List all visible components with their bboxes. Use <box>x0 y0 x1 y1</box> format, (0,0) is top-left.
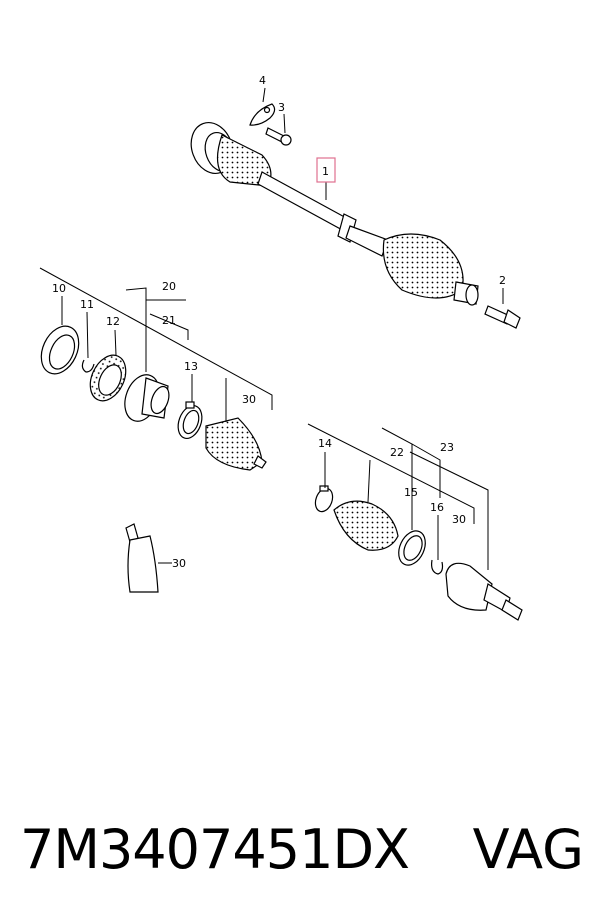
highlight-box <box>316 157 336 183</box>
circlip <box>81 359 95 373</box>
label-12: 12 <box>106 315 120 328</box>
seal-ring <box>40 325 80 375</box>
cv-joint-housing <box>124 374 170 422</box>
label-10: 10 <box>52 282 66 295</box>
drive-shaft-assembly <box>190 122 479 306</box>
label-16: 16 <box>430 501 444 514</box>
label-30-grease: 30 <box>172 557 186 570</box>
circlip-right <box>431 559 444 575</box>
label-2: 2 <box>499 274 506 287</box>
outer-cv-joint <box>445 562 523 621</box>
label-11: 11 <box>80 298 94 311</box>
label-14: 14 <box>318 437 332 450</box>
label-30: 30 <box>242 393 256 406</box>
brand-name: VAG <box>472 818 584 881</box>
cv-boot <box>205 417 263 471</box>
label-3: 3 <box>278 101 285 114</box>
lock-plate <box>249 103 276 126</box>
grease-tube <box>125 523 172 593</box>
hose-clamp <box>177 401 203 440</box>
gasket <box>89 354 127 402</box>
label-22: 22 <box>390 446 404 459</box>
label-23: 23 <box>440 441 454 454</box>
footer: 7M3407451DX VAG <box>0 805 600 915</box>
label-4: 4 <box>259 74 266 87</box>
label-13: 13 <box>184 360 198 373</box>
bolt-small <box>265 127 292 146</box>
bolt-large <box>484 305 521 329</box>
label-15: 15 <box>404 486 418 499</box>
hose-clamp-large <box>398 530 426 566</box>
label-20: 20 <box>162 280 176 293</box>
drive-shaft-exploded-diagram: 1 4 3 2 10 11 12 20 21 1 <box>39 74 523 621</box>
label-1: 1 <box>322 165 329 178</box>
part-number: 7M3407451DX <box>20 818 410 881</box>
label-21: 21 <box>162 314 176 327</box>
hose-clamp-right <box>314 485 334 513</box>
label-30-right: 30 <box>452 513 466 526</box>
cv-boot-right <box>333 500 399 551</box>
